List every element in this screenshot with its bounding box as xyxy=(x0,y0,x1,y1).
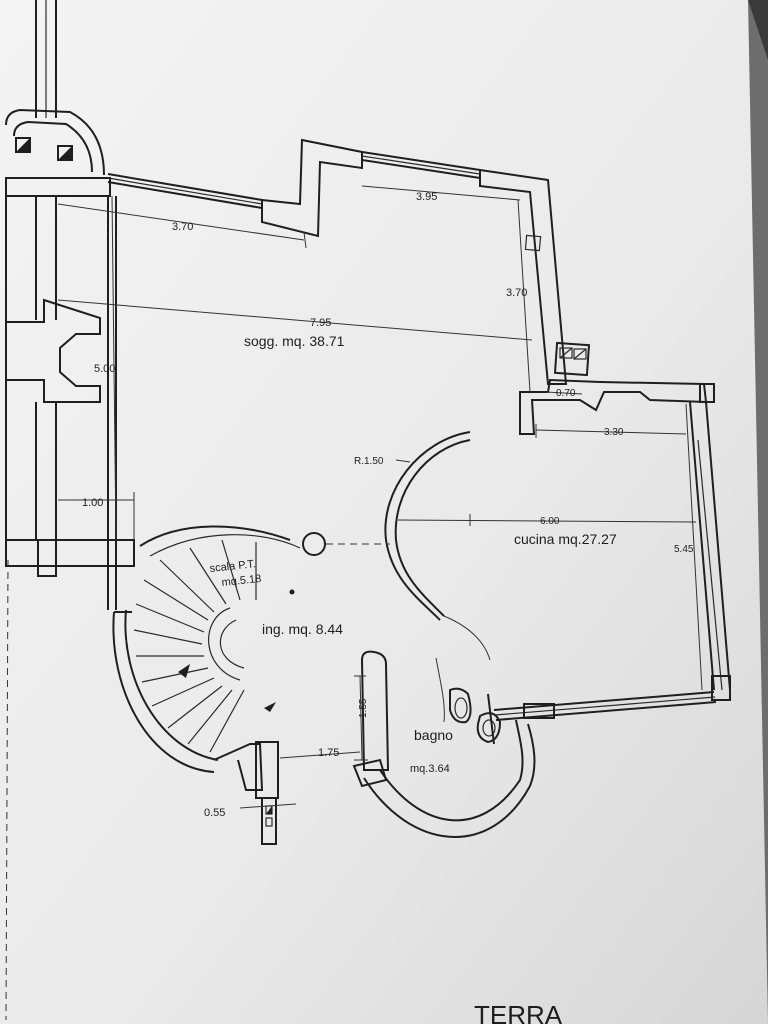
dim-kitchen-width: 6.00 xyxy=(540,516,560,527)
dim-radius: R.1.50 xyxy=(354,456,384,467)
footer-title: TERRA xyxy=(474,1000,563,1024)
dim-kitchen-top: 3.30 xyxy=(604,427,624,438)
room-bagno-area: mq.3.64 xyxy=(410,763,450,775)
dim-bath-vertical: 1.55 xyxy=(358,698,369,718)
room-ingresso: ing. mq. 8.44 xyxy=(262,621,343,637)
paper-shadow xyxy=(748,0,768,60)
right-walls xyxy=(493,341,731,721)
dim-top-left: 3.70 xyxy=(172,221,193,233)
dim-kitchen-height: 5.45 xyxy=(674,544,694,555)
left-structure xyxy=(5,0,135,610)
dim-left-vertical: 5.00 xyxy=(94,363,115,375)
dim-long: 7.95 xyxy=(310,317,331,329)
room-cucina: cucina mq.27.27 xyxy=(514,531,617,547)
dim-right-upper: 3.70 xyxy=(506,287,527,299)
room-scala-title: scala P.T. xyxy=(209,558,256,575)
dimension-labels: 3.70 3.95 3.70 7.95 5.00 0.70 3.30 R.1.5… xyxy=(82,191,694,819)
room-labels: sogg. mq. 38.71 cucina mq.27.27 scala P.… xyxy=(209,333,617,775)
dim-left-short: 1.00 xyxy=(82,497,103,509)
top-walls xyxy=(107,138,568,385)
curved-partition xyxy=(384,431,491,661)
spiral-staircase xyxy=(112,525,390,791)
dim-entry: 1.75 xyxy=(318,747,339,759)
dimension-lines xyxy=(57,185,703,809)
room-soggiorno: sogg. mq. 38.71 xyxy=(244,333,345,349)
room-scala-area: mq.5.18 xyxy=(221,573,262,589)
dim-niche: 0.70 xyxy=(556,388,576,399)
room-bagno-title: bagno xyxy=(414,727,453,743)
dim-entry-step: 0.55 xyxy=(204,807,225,819)
entry-bath xyxy=(255,650,536,845)
dim-top: 3.95 xyxy=(416,191,437,203)
margin-line xyxy=(5,559,9,1021)
